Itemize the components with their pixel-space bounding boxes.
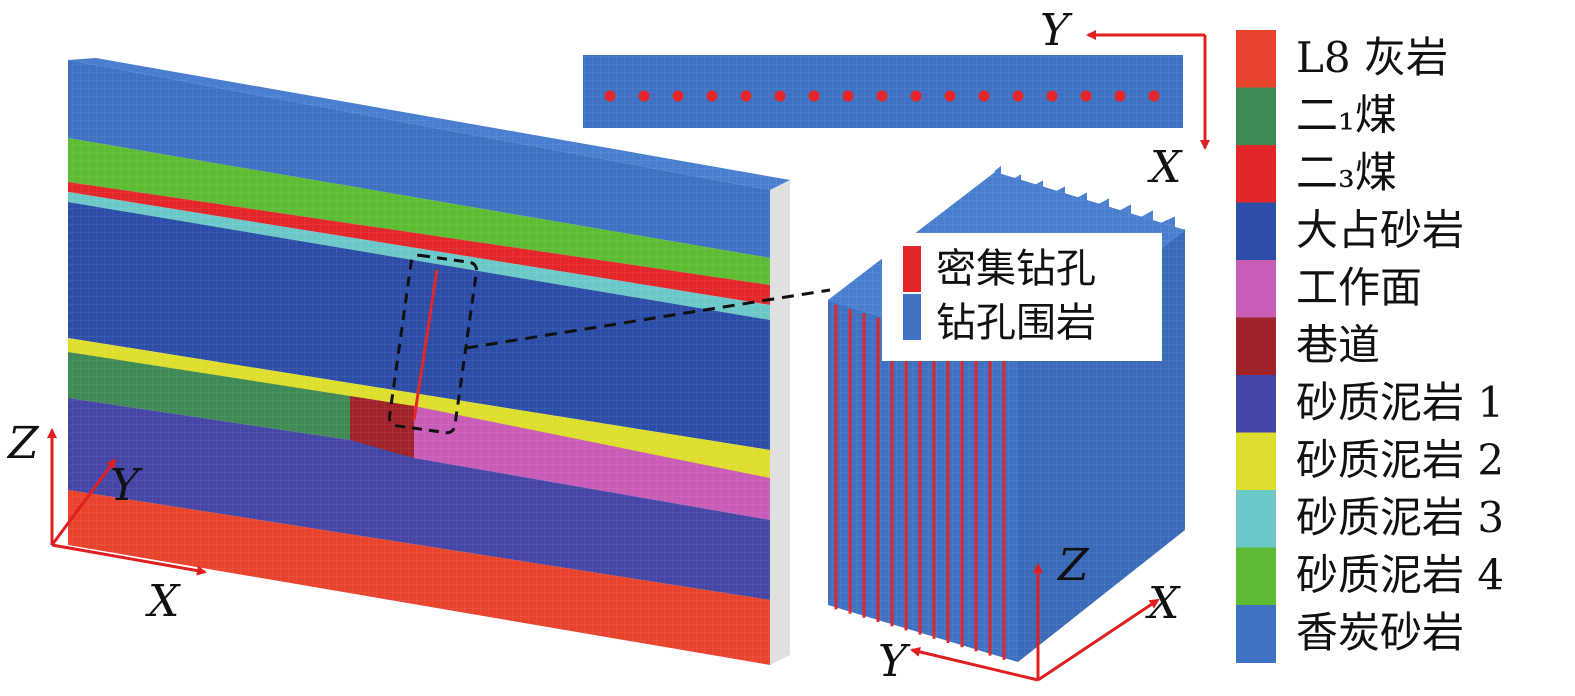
callout-connector xyxy=(465,288,831,350)
borehole-dot xyxy=(842,90,854,102)
legend-swatch xyxy=(1236,547,1276,606)
borehole-dot xyxy=(706,90,718,102)
detail-axis-y-label: Y xyxy=(878,636,911,687)
callout-legend: 密集钻孔 钻孔围岩 xyxy=(882,233,1162,361)
legend-label: 砂质泥岩 1 xyxy=(1296,378,1504,427)
borehole-dot xyxy=(978,90,990,102)
detail-axis-y xyxy=(910,646,1039,682)
borehole-dot xyxy=(774,90,786,102)
legend-label: 砂质泥岩 3 xyxy=(1296,493,1504,542)
legend-swatch xyxy=(1236,490,1276,548)
legend-swatch xyxy=(1236,30,1276,88)
borehole-dot xyxy=(944,90,956,102)
main-axis-z-label: Z xyxy=(6,418,40,469)
borehole-dot xyxy=(604,90,616,102)
legend-label: 砂质泥岩 4 xyxy=(1296,551,1504,600)
legend-swatch xyxy=(1236,605,1276,663)
top-view xyxy=(583,55,1183,128)
detail-axis-z-label: Z xyxy=(1056,540,1090,591)
dense-boreholes xyxy=(834,304,1006,660)
legend-label: 工作面 xyxy=(1296,263,1422,312)
detail-axis-x xyxy=(1037,598,1160,682)
main-axis-y-label: Y xyxy=(110,460,143,511)
borehole-dot xyxy=(1114,90,1126,102)
borehole-dot xyxy=(910,90,922,102)
legend-swatch xyxy=(1236,87,1276,146)
legend-swatch xyxy=(1236,260,1276,318)
borehole-dot xyxy=(1046,90,1058,102)
borehole-dot xyxy=(672,90,684,102)
callout-label-dense-borehole: 密集钻孔 xyxy=(936,246,1096,292)
borehole-dot xyxy=(1012,90,1024,102)
borehole-line xyxy=(412,269,439,421)
main-model xyxy=(68,58,831,665)
legend-swatch xyxy=(1236,202,1276,261)
legend-label: 二₃煤 xyxy=(1296,148,1397,197)
borehole-dot xyxy=(1080,90,1092,102)
legend-label: 巷道 xyxy=(1296,321,1380,370)
legend-label: 砂质泥岩 2 xyxy=(1296,436,1504,485)
detail-axis-x-label: X xyxy=(1145,578,1181,629)
model-mesh-overlay xyxy=(68,60,790,665)
borehole-dot xyxy=(638,90,650,102)
callout-background xyxy=(882,233,1162,361)
callout-swatch-dense-borehole xyxy=(903,246,921,292)
top-view-axes: Y X xyxy=(1040,5,1210,193)
borehole-dot xyxy=(876,90,888,102)
detail-axes: Z Y X xyxy=(878,540,1181,687)
callout-swatch-surrounding-rock xyxy=(903,294,921,340)
main-axis-x xyxy=(51,543,207,576)
callout-dashed-box xyxy=(387,253,479,435)
top-axis-y-label: Y xyxy=(1040,5,1073,56)
callout-label-surrounding-rock: 钻孔围岩 xyxy=(936,300,1096,346)
borehole-dot xyxy=(740,90,752,102)
legend-label: L8 灰岩 xyxy=(1296,33,1448,82)
legend-swatch xyxy=(1236,375,1276,433)
legend-label: 香炭砂岩 xyxy=(1296,608,1464,657)
borehole-dots xyxy=(604,90,1160,102)
legend-swatch xyxy=(1236,317,1276,376)
legend-label: 大占砂岩 xyxy=(1296,206,1464,255)
main-axis-y xyxy=(50,458,117,546)
borehole-dot xyxy=(1148,90,1160,102)
legend-label: 二₁煤 xyxy=(1296,91,1397,140)
borehole-dot xyxy=(808,90,820,102)
legend-swatch xyxy=(1236,145,1276,203)
main-axes: Z Y X xyxy=(6,418,207,627)
legend-swatch xyxy=(1236,432,1276,491)
main-axis-x-label: X xyxy=(145,576,181,627)
